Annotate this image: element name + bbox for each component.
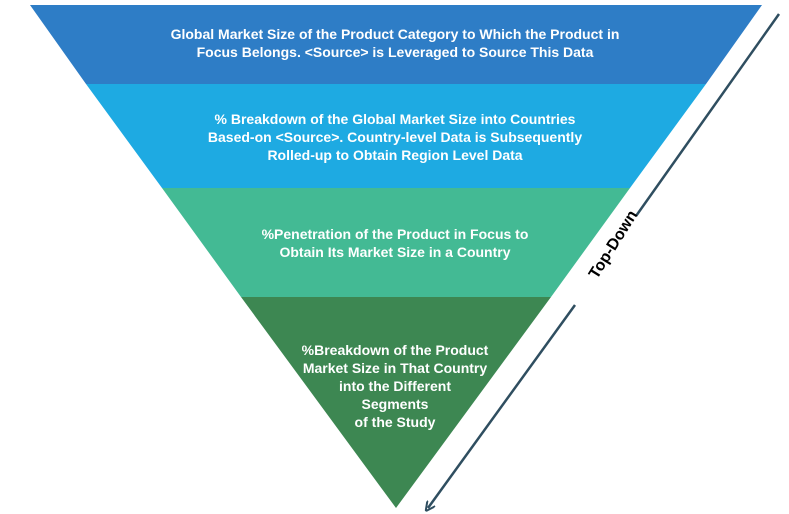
funnel-tier-2-text: % Breakdown of the Global Market Size in… <box>207 111 583 163</box>
funnel-tier-1-text: Global Market Size of the Product Catego… <box>170 26 620 60</box>
funnel-tier-2-shape <box>86 84 706 188</box>
funnel-tier-1-shape <box>30 5 762 84</box>
funnel-tier-4-text: %Breakdown of the Product Market Size in… <box>301 342 489 430</box>
arrow-line-lower <box>428 304 577 508</box>
funnel-tier-3-shape <box>162 188 630 297</box>
arrow-line-upper <box>634 13 781 217</box>
funnel-tier-3-text: %Penetration of the Product in Focus to … <box>261 226 529 260</box>
funnel-tier-4-shape <box>241 297 551 508</box>
